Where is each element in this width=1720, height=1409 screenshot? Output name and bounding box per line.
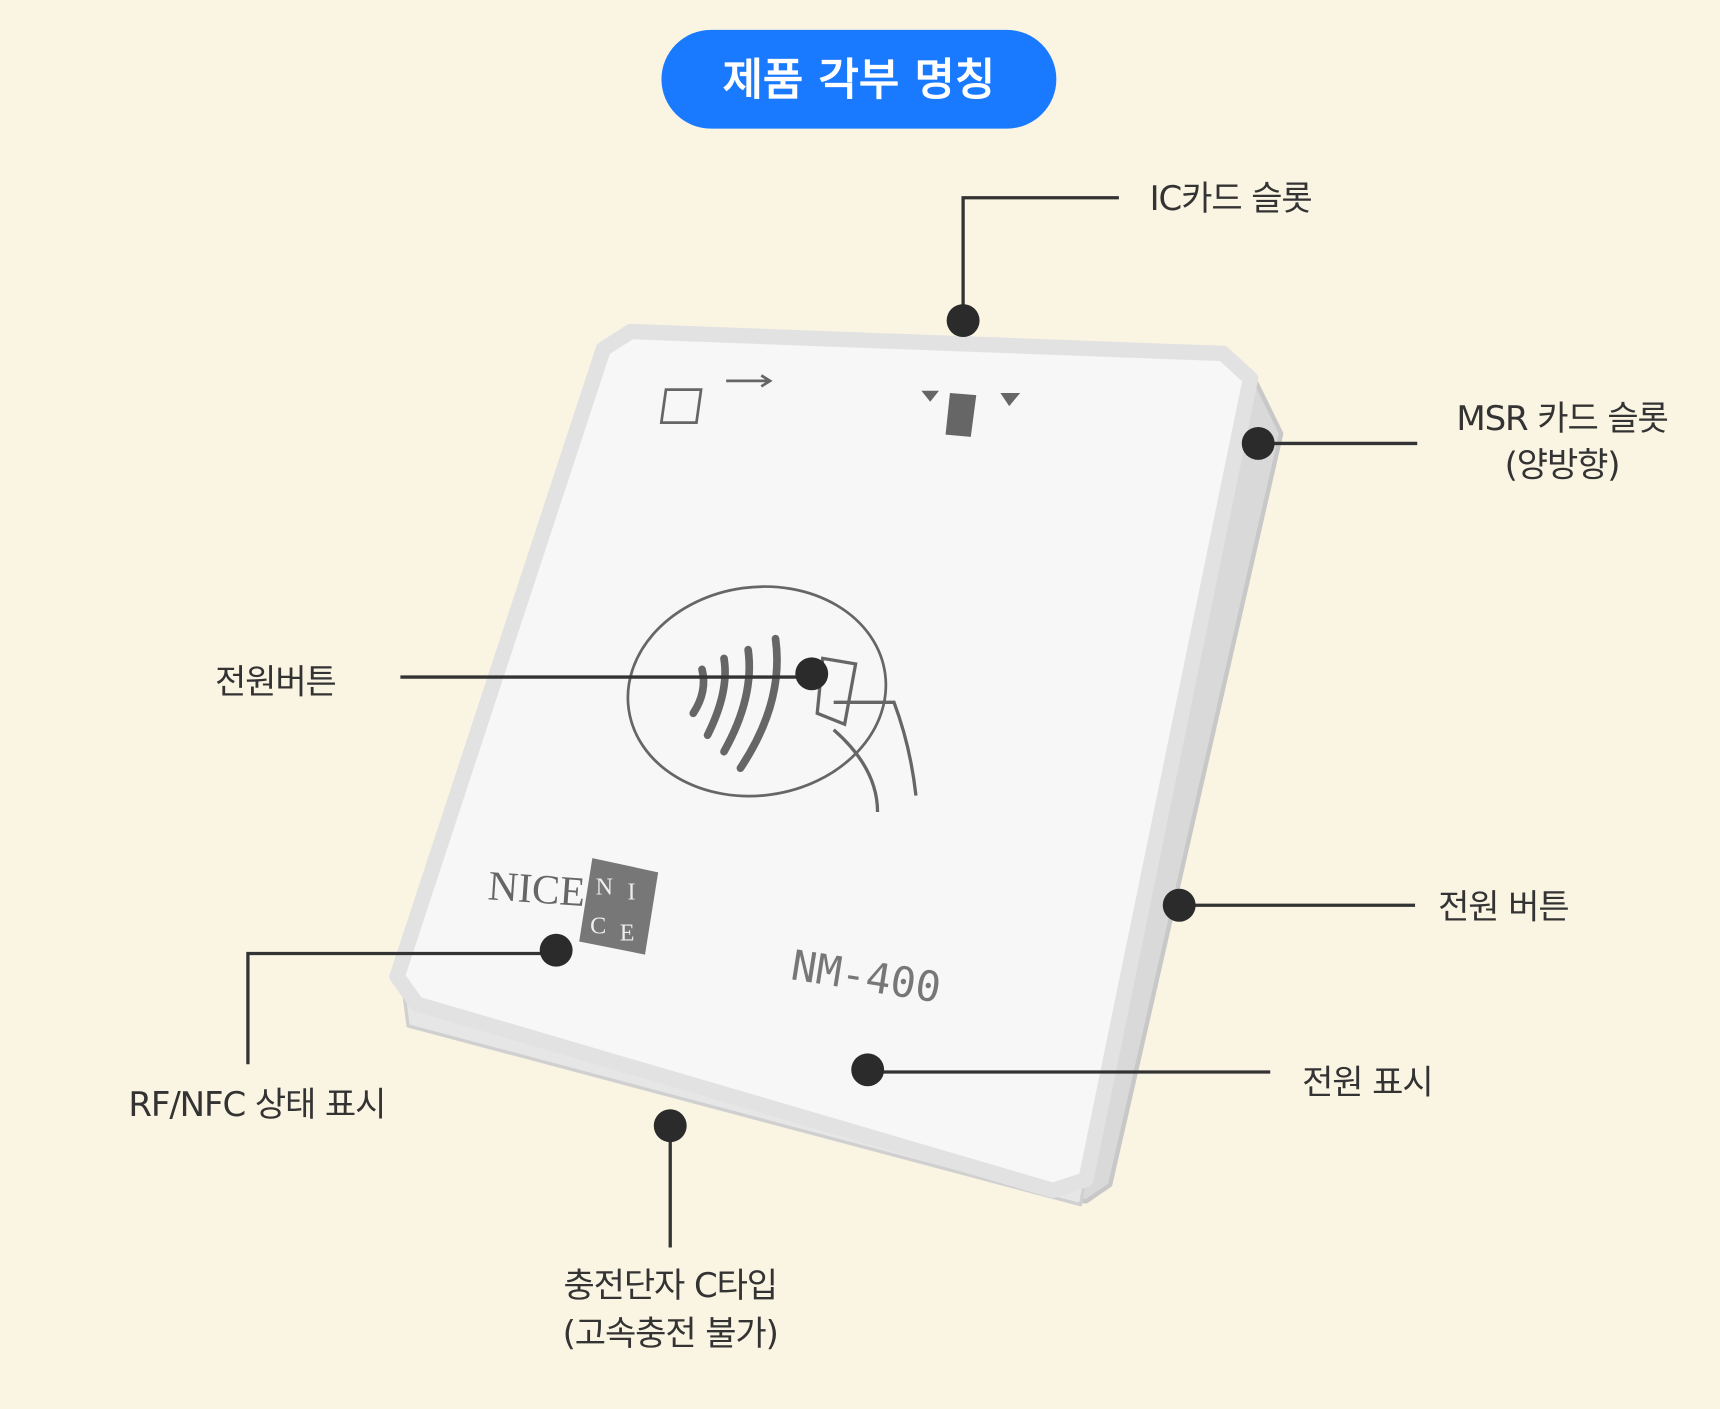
contactless-icon xyxy=(626,585,918,813)
device-brand: NICE xyxy=(487,863,587,916)
logo-letter: C xyxy=(590,913,606,940)
logo-letter: N xyxy=(596,873,613,900)
label-power-button-right: 전원 버튼 xyxy=(1438,887,1568,927)
callout-power-button-right: 전원 버튼 xyxy=(1162,887,1570,927)
title-text: 제품 각부 명칭 xyxy=(723,55,996,106)
ic-card-icon xyxy=(659,374,773,424)
label-ic-slot: IC카드 슬롯 xyxy=(1150,179,1312,219)
callout-power-indicator: 전원 표시 xyxy=(851,1053,1434,1103)
callout-rf-nfc-status: RF/NFC 상태 표시 xyxy=(128,933,573,1125)
nice-logo: NICE N I C E xyxy=(487,858,659,955)
label-msr-slot-direction: (양방향) xyxy=(1505,445,1620,485)
callout-charging-port: 충전단자 C타입 (고속충전 불가) xyxy=(563,1109,779,1354)
card-reader-device: NICE N I C E NM-400 xyxy=(389,323,1284,1207)
label-charging-note: (고속충전 불가) xyxy=(563,1314,778,1354)
label-rf-nfc-status: RF/NFC 상태 표시 xyxy=(128,1085,385,1125)
label-power-indicator: 전원 표시 xyxy=(1302,1063,1432,1103)
callout-ic-slot: IC카드 슬롯 xyxy=(946,179,1313,338)
label-power-button-left: 전원버튼 xyxy=(215,663,336,703)
msr-card-icon xyxy=(921,390,1021,437)
device-top-face xyxy=(389,323,1259,1199)
callout-power-button-left: 전원버튼 xyxy=(215,657,829,703)
label-msr-slot: MSR 카드 슬롯 xyxy=(1456,399,1667,439)
callout-msr-slot: MSR 카드 슬롯 (양방향) xyxy=(1241,399,1669,485)
logo-letter: E xyxy=(620,919,635,946)
logo-letter: I xyxy=(627,879,635,906)
label-charging-port: 충전단자 C타입 xyxy=(564,1266,777,1306)
title-badge: 제품 각부 명칭 xyxy=(661,29,1057,129)
